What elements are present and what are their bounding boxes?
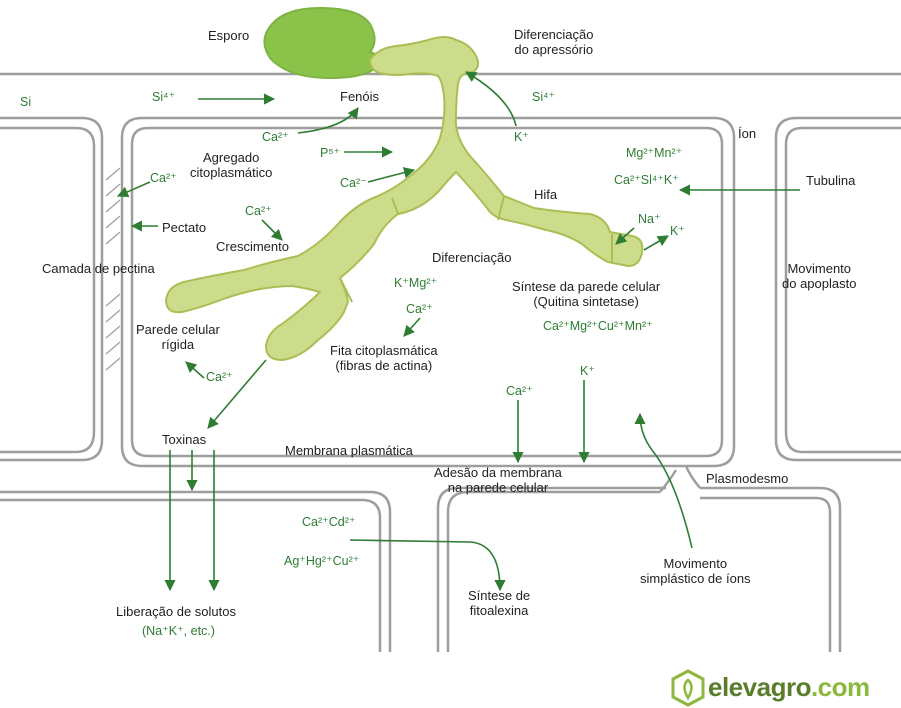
label-fita-line2: (fibras de actina) bbox=[335, 358, 433, 373]
label-diferenciacao: Diferenciação bbox=[432, 250, 512, 265]
pectin-hatching bbox=[105, 167, 121, 371]
label-movimento-apoplasto: Movimento do apoplasto bbox=[782, 261, 856, 291]
arrow-toxinas bbox=[207, 359, 267, 429]
label-sintese-fitoalexina-line1: Síntese de bbox=[468, 588, 531, 603]
ion-ca-cd: Ca²⁺Cd²⁺ bbox=[302, 515, 356, 529]
label-sintese-fitoalexina-line2: fitoalexina bbox=[469, 603, 529, 618]
fungal-hypha bbox=[165, 36, 644, 361]
elevagro-logo-icon bbox=[671, 669, 705, 707]
arrow-ca-agregado bbox=[367, 167, 416, 183]
ion-k-mg: K⁺Mg²⁺ bbox=[394, 276, 438, 290]
label-movimento-simplastico-line2: simplástico de íons bbox=[640, 571, 751, 586]
arrow-fitoalexina bbox=[349, 539, 506, 592]
label-fita-line1: Fita citoplasmática bbox=[330, 343, 438, 358]
label-adesao-line2: na parede celular bbox=[447, 480, 549, 495]
label-crescimento: Crescimento bbox=[216, 239, 289, 254]
arrow-ca-crescimento bbox=[261, 219, 283, 241]
ion-k-hifa: K⁺ bbox=[670, 224, 685, 238]
label-sintese-parede-line1: Síntese da parede celular bbox=[512, 279, 661, 294]
logo-suffix: .com bbox=[810, 672, 870, 702]
ion-na: Na⁺ bbox=[638, 212, 661, 226]
label-plasmodesmo: Plasmodesmo bbox=[706, 471, 789, 486]
label-parede-rigida: Parede celular rígida bbox=[136, 322, 220, 352]
label-agregado-line1: Agregado bbox=[202, 150, 260, 165]
ion-ca-pectina: Ca²⁺ bbox=[150, 171, 177, 185]
label-movimento-apoplasto-line2: do apoplasto bbox=[782, 276, 857, 291]
arrow-ca-fita bbox=[403, 317, 421, 337]
arrow-na bbox=[615, 227, 635, 245]
logo-main: elevagro bbox=[708, 672, 811, 702]
label-parede-rigida-line2: rígida bbox=[161, 337, 195, 352]
label-toxinas: Toxinas bbox=[162, 432, 207, 447]
spore-shape bbox=[263, 6, 381, 80]
cell-walls bbox=[0, 72, 901, 652]
ion-ag-hg-cu: Ag⁺Hg²⁺Cu²⁺ bbox=[284, 554, 360, 568]
label-membrana: Membrana plasmática bbox=[285, 443, 413, 458]
label-pectato: Pectato bbox=[162, 220, 207, 235]
ion-si4-left: Si⁴⁺ bbox=[152, 90, 176, 104]
label-liberacao: Liberação de solutos bbox=[116, 604, 236, 619]
label-parede-rigida-line1: Parede celular bbox=[136, 322, 220, 337]
label-esporo: Esporo bbox=[208, 28, 250, 43]
elevagro-logo-text: elevagro.com bbox=[708, 672, 870, 703]
arrow-k-hifa bbox=[643, 235, 669, 251]
label-diferenciacao-apressorio-line1: Diferenciação bbox=[514, 27, 594, 42]
ion-ca-fita: Ca²⁺ bbox=[406, 302, 433, 316]
ion-ca-mg-cu-mn: Ca²⁺Mg²⁺Cu²⁺Mn²⁺ bbox=[543, 319, 653, 333]
ion-ca-rigida: Ca²⁺ bbox=[206, 370, 233, 384]
label-adesao: Adesão da membrana na parede celular bbox=[434, 465, 562, 495]
label-movimento-simplastico: Movimento simplástico de íons bbox=[640, 556, 751, 586]
label-sintese-parede: Síntese da parede celular (Quitina sinte… bbox=[512, 279, 660, 309]
ion-ca-adesao: Ca²⁺ bbox=[506, 384, 533, 398]
arrow-ca-fenois bbox=[297, 107, 359, 134]
ion-k-top: K⁺ bbox=[514, 130, 529, 144]
label-movimento-simplastico-line1: Movimento bbox=[663, 556, 728, 571]
arrow-ca-rigida bbox=[185, 361, 205, 379]
label-agregado: Agregado citoplasmático bbox=[190, 150, 272, 180]
label-sintese-parede-line2: (Quitina sintetase) bbox=[533, 294, 639, 309]
arrow-ca-pectina bbox=[116, 181, 151, 198]
ion-ca-crescimento: Ca²⁺ bbox=[245, 204, 272, 218]
ion-mg-mn: Mg²⁺Mn²⁺ bbox=[626, 146, 683, 160]
ion-ca-agregado: Ca²⁻ bbox=[340, 176, 367, 190]
label-movimento-apoplasto-line1: Movimento bbox=[787, 261, 852, 276]
ion-si4-right: Si⁴⁺ bbox=[532, 90, 556, 104]
ion-p5: P⁵⁺ bbox=[320, 146, 341, 160]
ion-k-adesao: K⁺ bbox=[580, 364, 595, 378]
ion-na-k-etc: (Na⁺K⁺, etc.) bbox=[142, 624, 215, 638]
label-diferenciacao-apressorio: Diferenciação do apressório bbox=[514, 27, 594, 57]
label-hifa: Hifa bbox=[534, 187, 558, 202]
label-ion: Íon bbox=[738, 126, 757, 141]
arrow-simplastico bbox=[634, 412, 693, 549]
label-tubulina: Tubulina bbox=[806, 173, 856, 188]
arrows bbox=[116, 71, 800, 592]
label-adesao-line1: Adesão da membrana bbox=[434, 465, 562, 480]
label-diferenciacao-apressorio-line2: do apressório bbox=[514, 42, 594, 57]
label-sintese-fitoalexina: Síntese de fitoalexina bbox=[468, 588, 530, 618]
label-fenois: Fenóis bbox=[340, 89, 380, 104]
arrow-k-top bbox=[465, 71, 517, 127]
ion-si-left: Si bbox=[20, 95, 32, 109]
label-agregado-line2: citoplasmático bbox=[190, 165, 273, 180]
ion-ca-sil-k: Ca²⁺Sl⁴⁺K⁺ bbox=[614, 173, 679, 187]
label-camada-pectina: Camada de pectina bbox=[42, 261, 155, 276]
label-fita: Fita citoplasmática (fibras de actina) bbox=[330, 343, 438, 373]
ion-ca-fenois: Ca²⁺ bbox=[262, 130, 289, 144]
